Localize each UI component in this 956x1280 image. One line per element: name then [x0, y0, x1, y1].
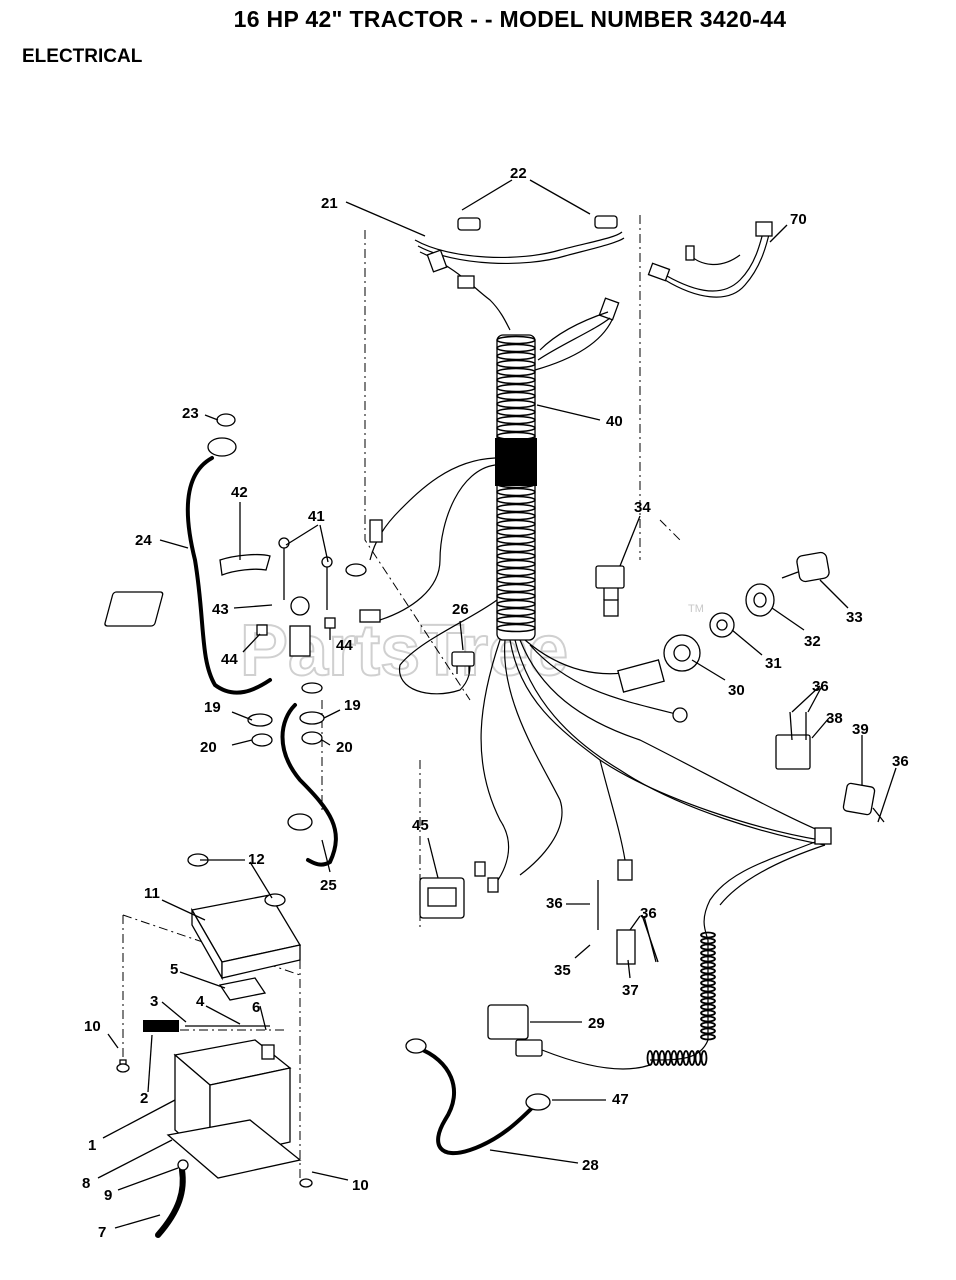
callout-37: 37 — [622, 982, 639, 999]
callout-31: 31 — [765, 655, 782, 672]
callout-32: 32 — [804, 633, 821, 650]
callout-38: 38 — [826, 710, 843, 727]
callout-40: 40 — [606, 413, 623, 430]
terminal-47 — [525, 1093, 551, 1111]
callout-70: 70 — [790, 211, 807, 228]
section-title: ELECTRICAL — [22, 46, 143, 67]
battery-cable-28 — [416, 1046, 537, 1156]
callout-28: 28 — [582, 1157, 599, 1174]
callout-20a: 20 — [200, 739, 217, 756]
callout-45: 45 — [412, 817, 429, 834]
callout-30: 30 — [728, 682, 745, 699]
callout-29: 29 — [588, 1015, 605, 1032]
callout-36b: 36 — [892, 753, 909, 770]
terminal-24 — [207, 437, 237, 457]
callout-36c: 36 — [546, 895, 563, 912]
seat-switch — [775, 711, 885, 823]
leader-lines — [97, 179, 897, 1229]
wiring-loom — [495, 334, 537, 641]
callout-9: 9 — [104, 1187, 112, 1204]
callout-3: 3 — [150, 993, 158, 1010]
callouts: 22 21 70 40 23 42 24 41 43 44 44 26 34 3… — [82, 165, 909, 1241]
callout-5: 5 — [170, 961, 178, 978]
left-harness — [345, 457, 498, 695]
callout-8: 8 — [82, 1175, 90, 1192]
callout-43: 43 — [212, 601, 229, 618]
callout-47: 47 — [612, 1091, 629, 1108]
battery-assembly — [116, 853, 313, 1238]
callout-10b: 10 — [352, 1177, 369, 1194]
callout-25: 25 — [320, 877, 337, 894]
callout-19a: 19 — [204, 699, 221, 716]
callout-10a: 10 — [84, 1018, 101, 1035]
callout-39: 39 — [852, 721, 869, 738]
starter-solenoid — [104, 537, 336, 747]
callout-23: 23 — [182, 405, 199, 422]
callout-22: 22 — [510, 165, 527, 182]
callout-12: 12 — [248, 851, 265, 868]
callout-35: 35 — [554, 962, 571, 979]
cable-25 — [280, 703, 338, 867]
callout-4: 4 — [196, 993, 205, 1010]
callout-26: 26 — [452, 601, 469, 618]
terminal-25 — [287, 813, 313, 831]
washer-23 — [216, 413, 236, 427]
harness-70 — [647, 221, 773, 298]
callout-36a: 36 — [812, 678, 829, 695]
callout-21: 21 — [321, 195, 338, 212]
watermark-tm: TM — [688, 603, 704, 615]
callout-2: 2 — [140, 1090, 148, 1107]
callout-7: 7 — [98, 1224, 106, 1241]
callout-44b: 44 — [336, 637, 353, 654]
callout-42: 42 — [231, 484, 248, 501]
ignition-assembly — [663, 551, 830, 672]
fuse — [451, 651, 475, 674]
callout-36d: 36 — [640, 905, 657, 922]
callout-1: 1 — [88, 1137, 96, 1154]
callout-19b: 19 — [344, 697, 361, 714]
hour-meter — [419, 877, 465, 919]
callout-34: 34 — [634, 499, 651, 516]
switch-34 — [595, 565, 625, 617]
headlight-harness — [414, 215, 625, 371]
callout-41: 41 — [308, 508, 325, 525]
callout-24: 24 — [135, 532, 152, 549]
terminal-28a — [405, 1038, 427, 1054]
coiled-cable — [646, 931, 716, 1066]
solenoid — [487, 1004, 651, 1070]
main-harness-wires — [474, 639, 832, 941]
callout-6: 6 — [252, 999, 260, 1016]
callout-44a: 44 — [221, 651, 238, 668]
callout-33: 33 — [846, 609, 863, 626]
page-title: 16 HP 42" TRACTOR - - MODEL NUMBER 3420-… — [233, 6, 787, 32]
cable-24 — [185, 456, 272, 695]
callout-20b: 20 — [336, 739, 353, 756]
callout-11: 11 — [144, 885, 160, 902]
